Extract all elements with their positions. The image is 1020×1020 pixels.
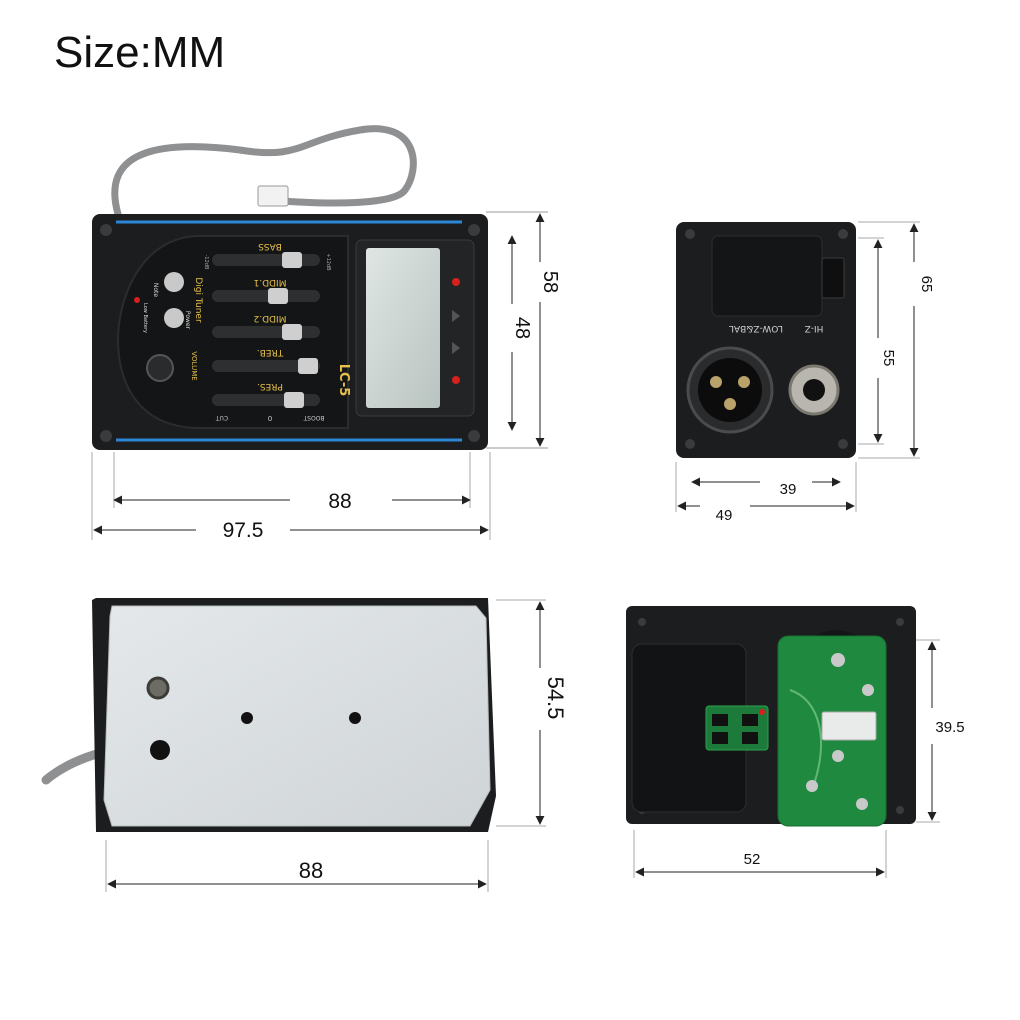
board-height: 39.5 (935, 719, 964, 736)
power-label: Power (184, 311, 191, 330)
front-cable (111, 125, 417, 218)
front-height-inner: 48 (511, 317, 533, 339)
jack-width-outer: 49 (716, 507, 733, 524)
tuner-led-top (452, 278, 460, 286)
front-width-inner: 88 (328, 490, 351, 513)
back-height: 54.5 (543, 677, 568, 720)
note-button (164, 272, 184, 292)
eq-slider-bass: BASS (212, 241, 320, 268)
back-dimensions: 54.5 88 (105, 599, 568, 892)
slider-label-treb: TREB. (257, 347, 284, 357)
back-view (41, 598, 496, 832)
front-height-outer: 58 (539, 271, 561, 293)
eq-slider-midd2: MIDD.2 (212, 313, 320, 340)
back-hole-2 (349, 712, 361, 724)
back-cover-plate (103, 605, 491, 827)
volume-label: VOLUME (190, 351, 198, 380)
jack-view: LOW-Z&BAL HI-Z (676, 222, 856, 458)
back-cable-jack (146, 676, 170, 700)
scale-plus: +12dB (325, 253, 331, 271)
board-view (626, 606, 916, 827)
front-view: Digi Tuner Note Power Low Battery VOLUME… (92, 125, 488, 450)
digi-tuner-label: Digi Tuner (193, 277, 203, 323)
eq-slider-treb: TREB. (212, 347, 320, 374)
volume-knob (146, 354, 174, 382)
scale-cut: CUT (216, 414, 229, 421)
slider-label-bass: BASS (258, 241, 282, 251)
board-width: 52 (744, 851, 761, 868)
tuner-led-bottom (452, 376, 460, 384)
jack-width-inner: 39 (780, 481, 797, 498)
scale-minus: -12dB (203, 255, 209, 270)
low-battery-label: Low Battery (142, 303, 148, 333)
slider-label-midd2: MIDD.2 (254, 313, 287, 323)
low-z-label: LOW-Z&BAL (729, 323, 783, 333)
eq-slider-midd1: MIDD.1 (212, 277, 320, 304)
scale-zero: 0 (268, 414, 272, 422)
scale-boost: BOOST (303, 414, 324, 421)
power-button (164, 308, 184, 328)
cable-connector (257, 185, 289, 207)
jack-height-outer: 65 (918, 276, 935, 293)
front-width-outer: 97.5 (223, 519, 264, 542)
size-unit-title: Size:MM (54, 28, 226, 77)
board-dimensions: 39.5 52 (633, 639, 965, 878)
jack-dimensions: 65 55 39 49 (675, 221, 935, 524)
low-battery-led (134, 297, 140, 303)
back-width: 88 (299, 858, 323, 883)
hi-z-label: HI-Z (805, 323, 824, 333)
slider-label-midd1: MIDD.1 (254, 277, 287, 287)
jack-height-inner: 55 (880, 350, 897, 367)
tuner-lcd (366, 248, 440, 408)
eq-slider-pres: PRES. (212, 381, 320, 408)
pcb-white-connector (821, 711, 877, 741)
note-label: Note (152, 283, 159, 298)
front-dimensions: 58 48 88 97.5 (91, 211, 561, 542)
battery-compartment (711, 235, 823, 317)
back-hole-1 (241, 712, 253, 724)
slider-label-pres: PRES. (257, 381, 283, 391)
battery-clip (821, 257, 845, 299)
model-label: LC-5 (336, 364, 351, 397)
back-hole-3 (150, 740, 170, 760)
